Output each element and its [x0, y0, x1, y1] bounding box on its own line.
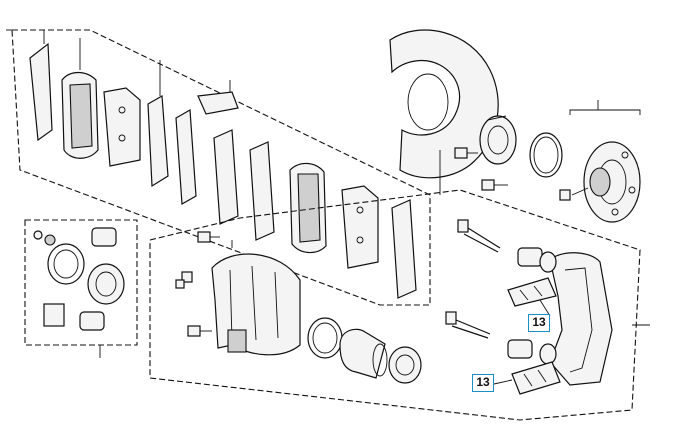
caliper-bolt-2: [187, 325, 212, 337]
guide-pin-lower: [445, 311, 491, 339]
pad-spring-clip: [197, 91, 239, 115]
pad-retainer-clip-lower: [511, 361, 561, 395]
pad-group-outline: [6, 29, 431, 306]
seal-kit-outline: [24, 219, 138, 358]
pad-shim-3: [213, 129, 239, 225]
caliper-group-outline: [149, 189, 650, 421]
pin-boot-lower: [507, 339, 533, 359]
piston: [339, 328, 388, 379]
small-bolt-1: [454, 147, 478, 159]
bleeder-screw: [197, 231, 220, 243]
guide-pin-upper: [457, 219, 501, 253]
pad-shim-5: [391, 199, 417, 299]
pad-wear-indicator-1: [175, 109, 197, 205]
dust-shield: [389, 29, 499, 195]
brake-pad-set: [29, 30, 417, 299]
guide-bolt-top: [481, 179, 508, 191]
pad-shim-2: [147, 95, 169, 188]
wheel-bearing: [479, 115, 517, 165]
caliper-bolt-1: [175, 271, 193, 289]
pad-retainer-clip-upper: [507, 277, 557, 307]
part-13-callout-upper[interactable]: 13: [528, 314, 550, 332]
wheel-hub: [559, 100, 641, 223]
caliper-body: [211, 240, 301, 356]
pad-shim-1: [29, 42, 53, 142]
brake-pad-inner-2: [103, 87, 141, 167]
pad-shim-4: [249, 141, 275, 241]
pin-boot-upper: [517, 247, 543, 267]
seal-kit-parts: [33, 227, 125, 331]
caliper-bracket: [539, 251, 613, 386]
piston-boot: [388, 346, 422, 384]
brake-pad-outer-2: [341, 185, 379, 269]
part-13-callout-lower[interactable]: 13: [472, 374, 494, 392]
snap-ring: [529, 132, 563, 178]
piston-seal: [307, 317, 343, 359]
